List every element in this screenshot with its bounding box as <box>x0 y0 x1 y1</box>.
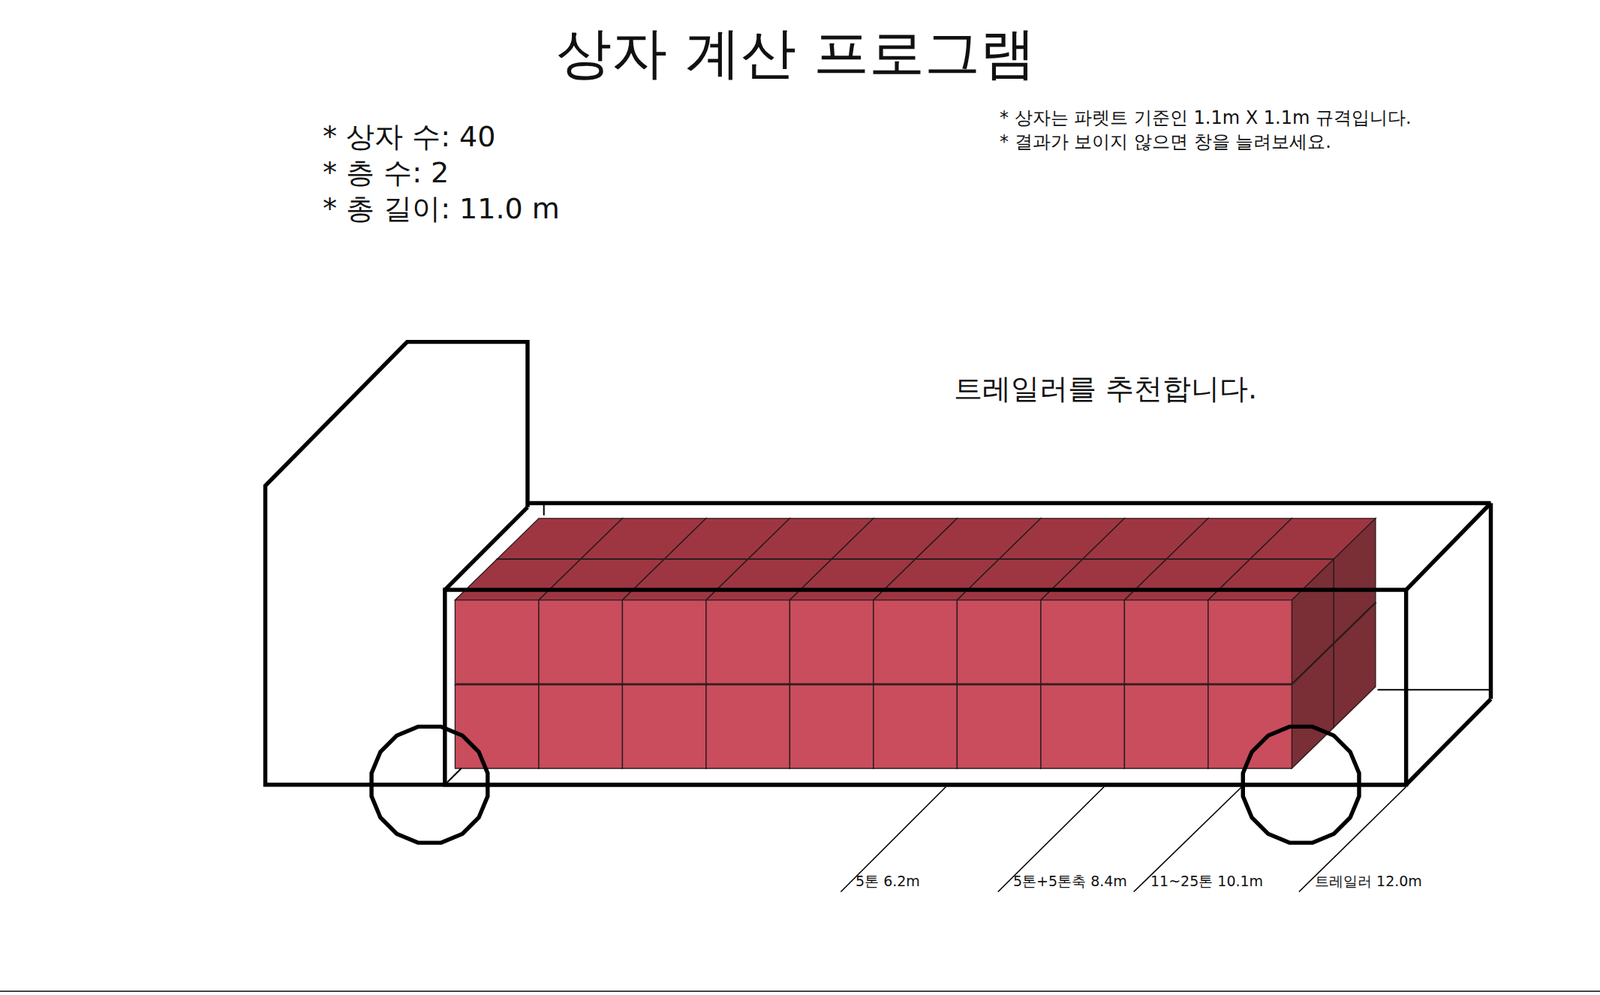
box-side <box>1333 518 1376 644</box>
note-line: * 상자는 파렛트 기준인 1.1m X 1.1m 규격입니다. <box>999 107 1412 130</box>
box-front <box>454 685 539 769</box>
box-front <box>538 685 623 769</box>
length-label: 5톤 6.2m <box>855 872 921 891</box>
box-front <box>789 600 873 684</box>
length-label: 5톤+5톤축 8.4m <box>1013 872 1128 891</box>
cargo-floor-line <box>1377 688 1492 691</box>
truck-front-lines <box>265 342 1492 843</box>
box-front <box>956 685 1041 769</box>
page-title: 상자 계산 프로그램 <box>556 19 1036 87</box>
note-line: * 결과가 보이지 않으면 창을 늘려보세요. <box>999 131 1332 154</box>
box-front <box>622 600 706 684</box>
box-side <box>1291 559 1334 684</box>
box-front <box>873 685 957 769</box>
truck-cab <box>265 342 1407 785</box>
stat-line: * 상자 수: 40 <box>322 120 496 155</box>
box-front <box>706 685 790 769</box>
stat-line: * 층 수: 2 <box>322 156 449 191</box>
box-front <box>1124 600 1208 684</box>
stat-line: * 총 길이: 11.0 m <box>322 192 560 227</box>
length-label: 트레일러 12.0m <box>1314 872 1423 891</box>
cargo-floor-corner <box>447 768 462 783</box>
box-front <box>789 685 873 769</box>
cargo-bottom-right-edge <box>1406 699 1492 785</box>
cargo-top-left-edge <box>445 507 528 590</box>
box-front <box>956 600 1041 684</box>
box-stack <box>454 518 1375 769</box>
box-front <box>873 600 957 684</box>
wheel <box>1242 726 1360 843</box>
cargo-front-face <box>445 589 1407 785</box>
cargo-top-back-edge <box>527 501 1492 506</box>
length-label: 11~25톤 10.1m <box>1150 872 1264 891</box>
leader-line <box>840 786 946 892</box>
recommendation: 트레일러를 추천합니다. <box>953 372 1258 407</box>
page-rule <box>0 990 1600 993</box>
box-front <box>538 600 623 684</box>
cargo-inner-line <box>543 502 545 515</box>
box-front <box>622 685 706 769</box>
wheel <box>371 726 488 843</box>
box-front <box>1124 685 1208 769</box>
box-front <box>1040 600 1125 684</box>
box-front <box>454 600 539 684</box>
cargo-top-right-edge <box>1406 502 1492 590</box>
box-front <box>706 600 790 684</box>
cargo-back-edge <box>1488 502 1493 699</box>
box-front <box>1208 600 1292 684</box>
box-front <box>1040 685 1125 769</box>
